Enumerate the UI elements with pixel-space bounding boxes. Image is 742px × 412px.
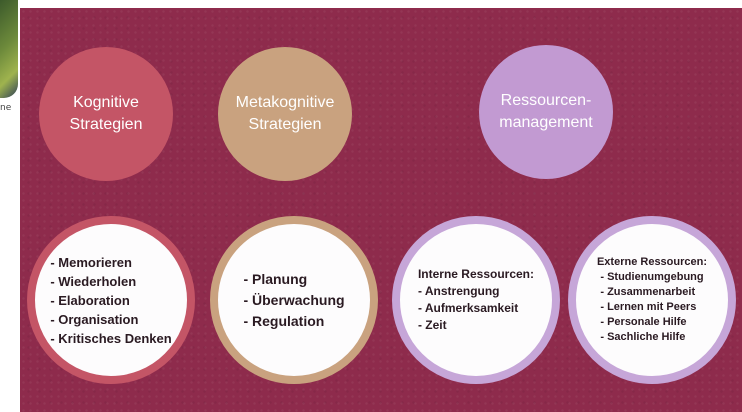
- detail-circle-metakognitive: - Planung - Überwachung - Regulation: [210, 216, 378, 384]
- circle-ressourcenmanagement: Ressourcen- management: [479, 45, 613, 179]
- list-heading: Externe Ressourcen:: [596, 256, 708, 268]
- list-item: - Anstrengung: [417, 284, 500, 298]
- list-kognitive: - Memorieren - Wiederholen - Elaboration…: [50, 253, 171, 348]
- list-item: - Aufmerksamkeit: [417, 301, 519, 315]
- list-item: - Organisation: [50, 311, 139, 327]
- list-item: - Zusammenarbeit: [600, 286, 696, 298]
- detail-circle-kognitive: - Memorieren - Wiederholen - Elaboration…: [27, 216, 195, 384]
- list-heading: Interne Ressourcen:: [417, 267, 535, 281]
- list-item: - Planung: [243, 270, 308, 287]
- cropped-image-fragment: [0, 0, 18, 98]
- list-item: - Personale Hilfe: [600, 316, 687, 328]
- list-item: - Regulation: [243, 312, 325, 329]
- list-item: - Studienumgebung: [600, 271, 704, 283]
- list-interne-ressourcen: Interne Ressourcen: - Anstrengung - Aufm…: [418, 266, 534, 334]
- list-item: - Zeit: [417, 318, 447, 332]
- list-metakognitive: - Planung - Überwachung - Regulation: [243, 269, 344, 332]
- list-item: - Wiederholen: [50, 273, 137, 289]
- circle-label-ressourcen: Ressourcen- management: [499, 92, 593, 131]
- list-item: - Überwachung: [243, 291, 345, 308]
- circle-label-kognitive: Kognitive Strategien: [69, 94, 143, 133]
- circle-kognitive-strategien: Kognitive Strategien: [39, 47, 173, 181]
- list-externe-ressourcen: Externe Ressourcen: - Studienumgebung - …: [597, 255, 707, 345]
- circle-label-metakognitive: Metakognitive Strategien: [235, 94, 335, 133]
- list-item: - Memorieren: [50, 254, 132, 270]
- list-item: - Elaboration: [50, 292, 130, 308]
- detail-circle-externe-ressourcen: Externe Ressourcen: - Studienumgebung - …: [568, 216, 736, 384]
- list-item: - Kritisches Denken: [50, 330, 172, 346]
- list-item: - Sachliche Hilfe: [600, 331, 686, 343]
- circle-metakognitive-strategien: Metakognitive Strategien: [218, 47, 352, 181]
- list-item: - Lernen mit Peers: [600, 301, 697, 313]
- cropped-caption: ne: [0, 103, 12, 113]
- diagram-panel: Kognitive Strategien Metakognitive Strat…: [20, 8, 742, 412]
- detail-circle-interne-ressourcen: Interne Ressourcen: - Anstrengung - Aufm…: [392, 216, 560, 384]
